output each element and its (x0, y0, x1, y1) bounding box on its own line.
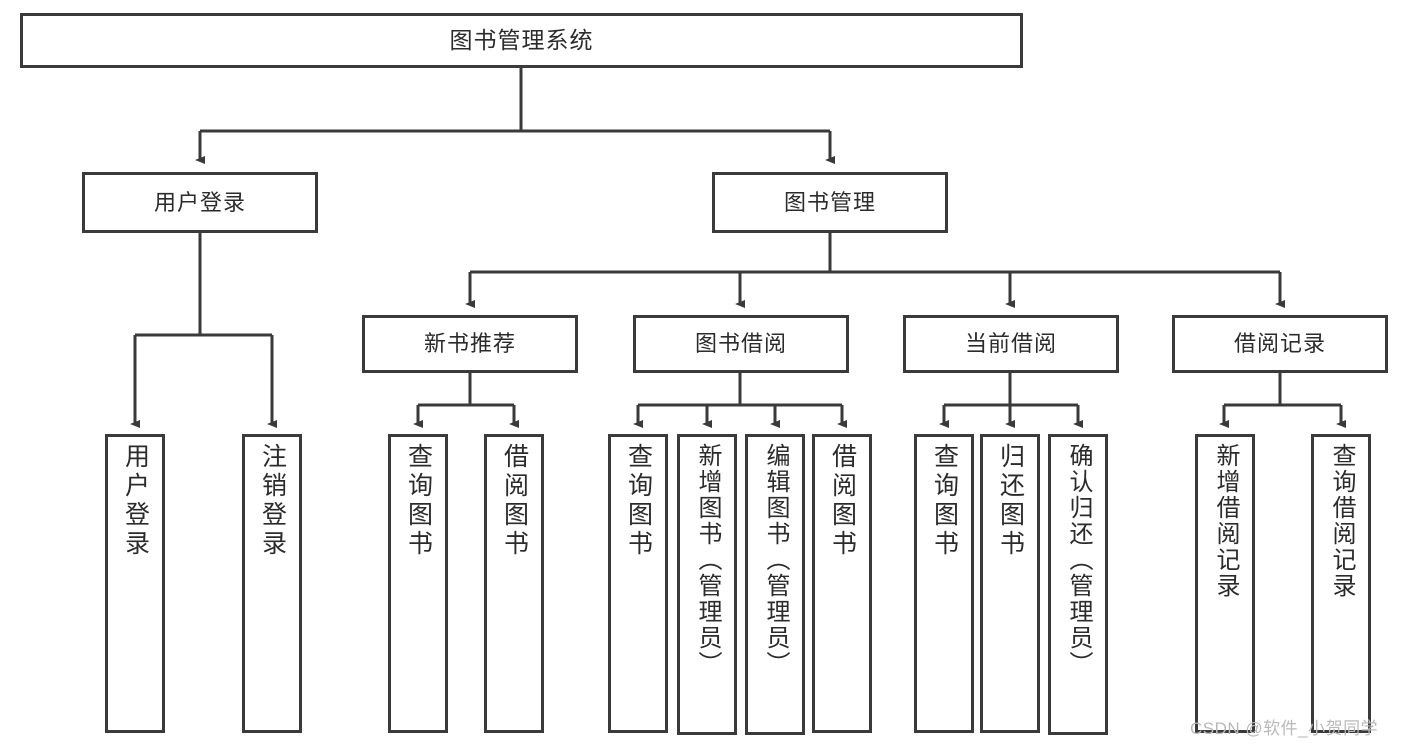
node-label: 图书管理 (783, 189, 876, 215)
node-label: 查询图书 (624, 443, 653, 559)
node-label: 图书借阅 (694, 331, 787, 357)
node-label: 确认归还（管理员） (1065, 443, 1092, 677)
node-label: 新增图书（管理员） (694, 443, 721, 677)
node-label: 注销登录 (258, 443, 287, 559)
node-current-borrow[interactable]: 当前借阅 (903, 315, 1119, 373)
watermark-text: CSDN @软件_小贺同学 (1190, 719, 1379, 738)
node-label: 归还图书 (996, 443, 1025, 559)
node-label: 查询图书 (930, 443, 959, 559)
leaf-logout[interactable]: 注销登录 (242, 434, 302, 733)
leaf-query-borrow-record[interactable]: 查询借阅记录 (1311, 434, 1371, 733)
leaf-query-book-recommend[interactable]: 查询图书 (388, 434, 448, 733)
node-label: 图书管理系统 (449, 26, 594, 53)
node-label: 借阅记录 (1233, 331, 1326, 357)
node-label: 借阅图书 (828, 443, 857, 559)
node-borrow-record[interactable]: 借阅记录 (1172, 315, 1388, 373)
leaf-add-borrow-record[interactable]: 新增借阅记录 (1195, 434, 1255, 733)
node-book-management[interactable]: 图书管理 (712, 172, 948, 233)
node-label: 查询图书 (404, 443, 433, 559)
node-root-system[interactable]: 图书管理系统 (20, 13, 1023, 68)
node-label: 用户登录 (153, 189, 246, 215)
node-book-borrow[interactable]: 图书借阅 (633, 315, 849, 373)
node-new-book-recommend[interactable]: 新书推荐 (362, 315, 578, 373)
node-label: 新书推荐 (423, 331, 516, 357)
leaf-add-book-admin[interactable]: 新增图书（管理员） (677, 434, 737, 735)
leaf-edit-book-admin[interactable]: 编辑图书（管理员） (745, 434, 805, 735)
node-label: 当前借阅 (964, 331, 1057, 357)
node-label: 新增借阅记录 (1212, 443, 1239, 599)
node-label: 用户登录 (121, 443, 150, 559)
leaf-user-login[interactable]: 用户登录 (105, 434, 165, 733)
leaf-borrow-book[interactable]: 借阅图书 (812, 434, 872, 733)
leaf-query-book-borrow[interactable]: 查询图书 (608, 434, 668, 733)
leaf-confirm-return-admin[interactable]: 确认归还（管理员） (1048, 434, 1108, 735)
leaf-query-book-current[interactable]: 查询图书 (914, 434, 974, 733)
leaf-return-book[interactable]: 归还图书 (980, 434, 1040, 733)
node-label: 借阅图书 (500, 443, 529, 559)
leaf-borrow-book-recommend[interactable]: 借阅图书 (484, 434, 544, 733)
node-label: 编辑图书（管理员） (762, 443, 789, 677)
node-user-login[interactable]: 用户登录 (82, 172, 318, 233)
node-label: 查询借阅记录 (1328, 443, 1355, 599)
